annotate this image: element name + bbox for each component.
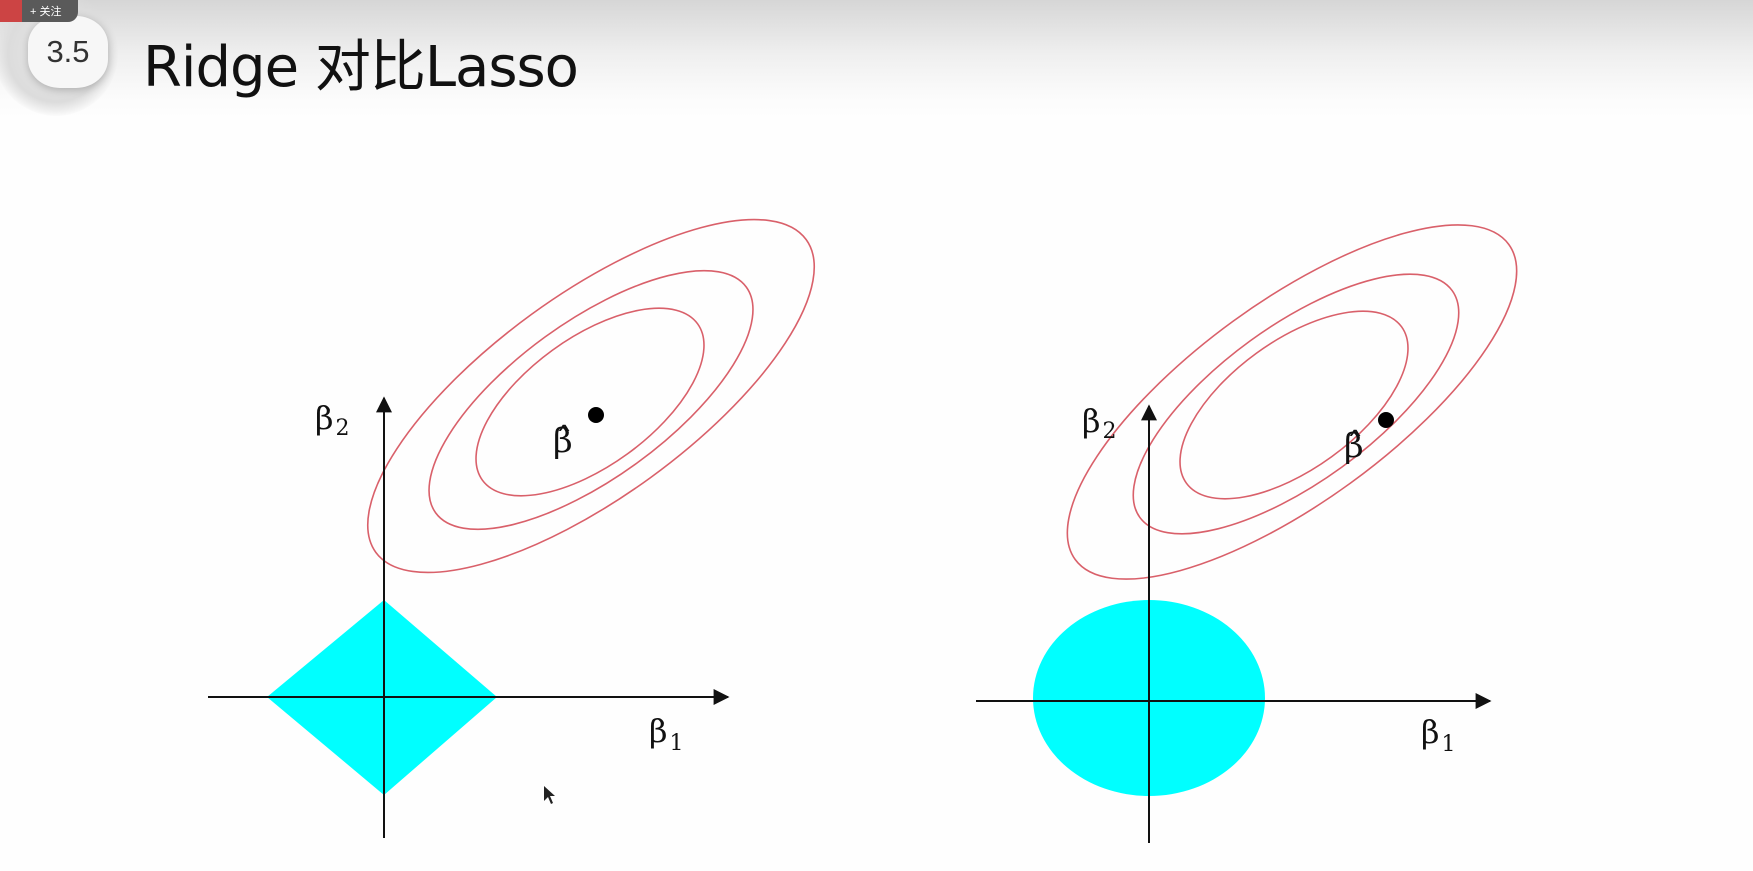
ridge-contour-inner: [1179, 310, 1409, 500]
ridge-contour-middle: [1132, 273, 1460, 535]
ridge-rss-contours: [1066, 224, 1518, 580]
lasso-x-axis-label: β1: [649, 712, 684, 756]
lasso-contour-middle: [428, 269, 754, 531]
lasso-diagram: β̂ β2 β1: [208, 218, 816, 838]
lasso-rss-contours: [366, 218, 816, 574]
section-number-badge: 3.5: [28, 16, 108, 88]
lasso-y-axis-label: β2: [315, 399, 350, 441]
lasso-estimate-label: β̂: [553, 421, 573, 461]
section-number: 3.5: [46, 34, 90, 69]
slide-header: [0, 0, 1753, 120]
ridge-y-axis-label: β2: [1082, 402, 1117, 444]
lasso-contour-outer: [366, 218, 816, 574]
ridge-diagram: β̂ β2 β1: [976, 224, 1518, 843]
follow-overlay[interactable]: + 关注: [0, 0, 78, 22]
ridge-x-axis-label: β1: [1421, 713, 1456, 757]
avatar[interactable]: [0, 0, 22, 22]
ridge-contour-outer: [1066, 224, 1518, 580]
ridge-estimate-point: [1378, 412, 1394, 428]
lasso-contour-inner: [475, 307, 705, 497]
mouse-cursor-icon: [544, 786, 555, 804]
slide-title: Ridge 对比Lasso: [143, 35, 579, 100]
ridge-estimate-label: β̂: [1344, 426, 1364, 466]
lasso-estimate-point: [588, 407, 604, 423]
follow-button[interactable]: + 关注: [30, 6, 62, 18]
